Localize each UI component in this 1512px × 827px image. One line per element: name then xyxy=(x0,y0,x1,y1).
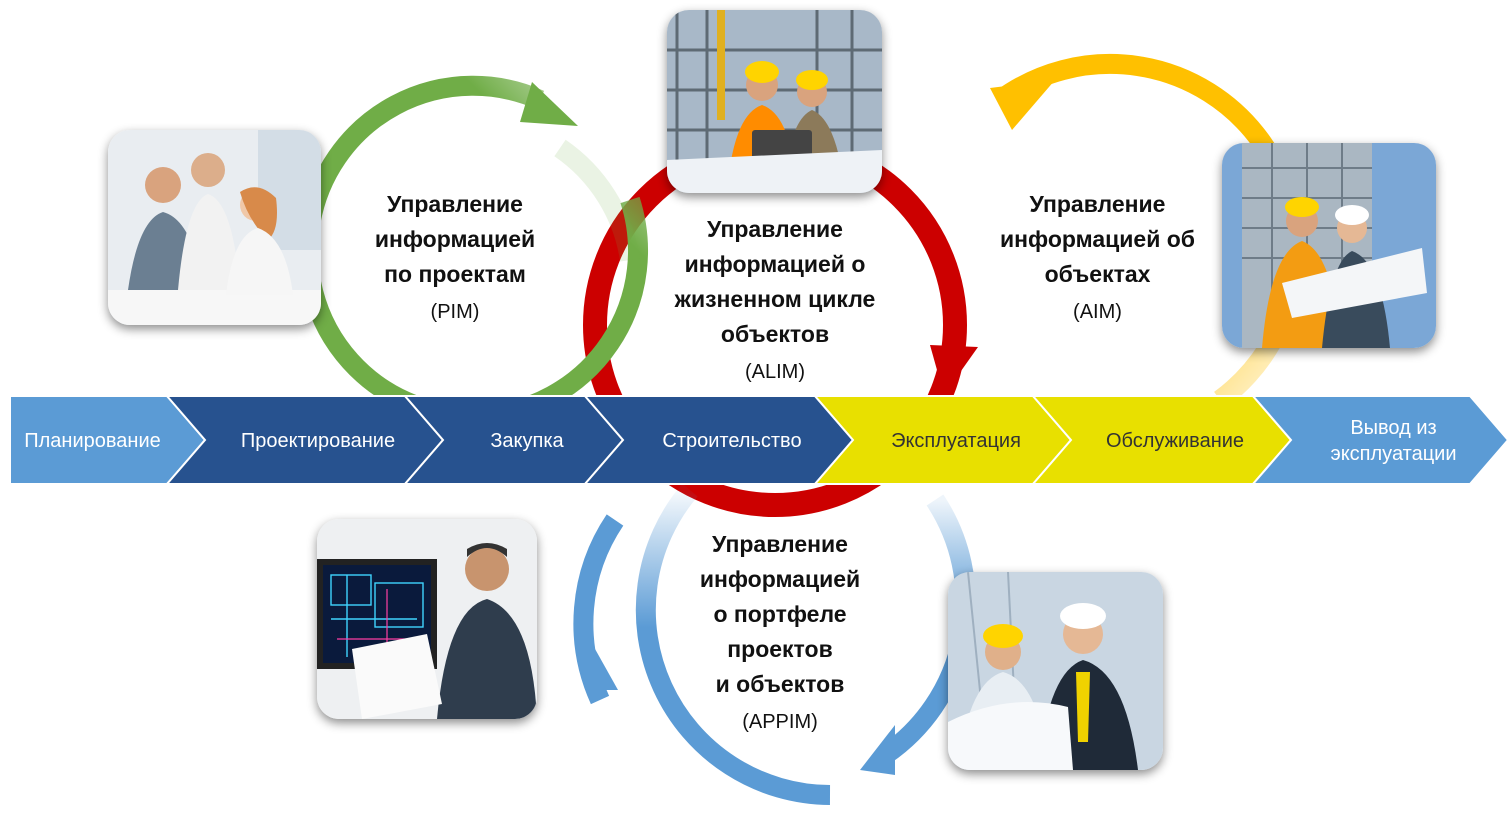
team-photo xyxy=(108,130,321,325)
pim-label: Управление информацией по проектам (PIM) xyxy=(340,187,570,330)
alim-title: Управление информацией о жизненном цикле… xyxy=(674,216,876,347)
phase-label-2: Проектирование xyxy=(241,430,395,452)
pim-abbr: (PIM) xyxy=(430,301,480,323)
appim-title: Управление информацией о портфеле проект… xyxy=(699,531,861,697)
aim-abbr: (AIM) xyxy=(1073,301,1122,323)
phase-label-4: Строительство xyxy=(662,430,801,452)
cad-operator-photo xyxy=(317,519,537,719)
plans-review-photo xyxy=(948,572,1163,770)
phase-label-1: Планирование xyxy=(24,430,161,452)
pim-title: Управление информацией по проектам xyxy=(374,191,536,287)
phase-chevron-7 xyxy=(1250,395,1510,485)
alim-abbr: (ALIM) xyxy=(745,361,805,383)
phase-band: Планирование Проектирование Закупка Строите… xyxy=(9,395,1510,485)
phase-label-6: Обслуживание xyxy=(1106,430,1244,452)
aim-label: Управление информацией об объектах (AIM) xyxy=(975,187,1220,330)
building-inspection-photo xyxy=(1222,143,1436,348)
phase-label-5: Эксплуатация xyxy=(891,430,1021,452)
appim-abbr: (APPIM) xyxy=(742,711,818,733)
pim-cycle-arrow xyxy=(298,75,648,426)
site-engineers-photo xyxy=(667,10,882,193)
phase-label-3: Закупка xyxy=(490,430,564,452)
alim-label: Управление информацией о жизненном цикле… xyxy=(640,212,910,390)
appim-label: Управление информацией о портфеле проект… xyxy=(670,527,890,740)
aim-title: Управление информацией об объектах xyxy=(999,191,1195,287)
